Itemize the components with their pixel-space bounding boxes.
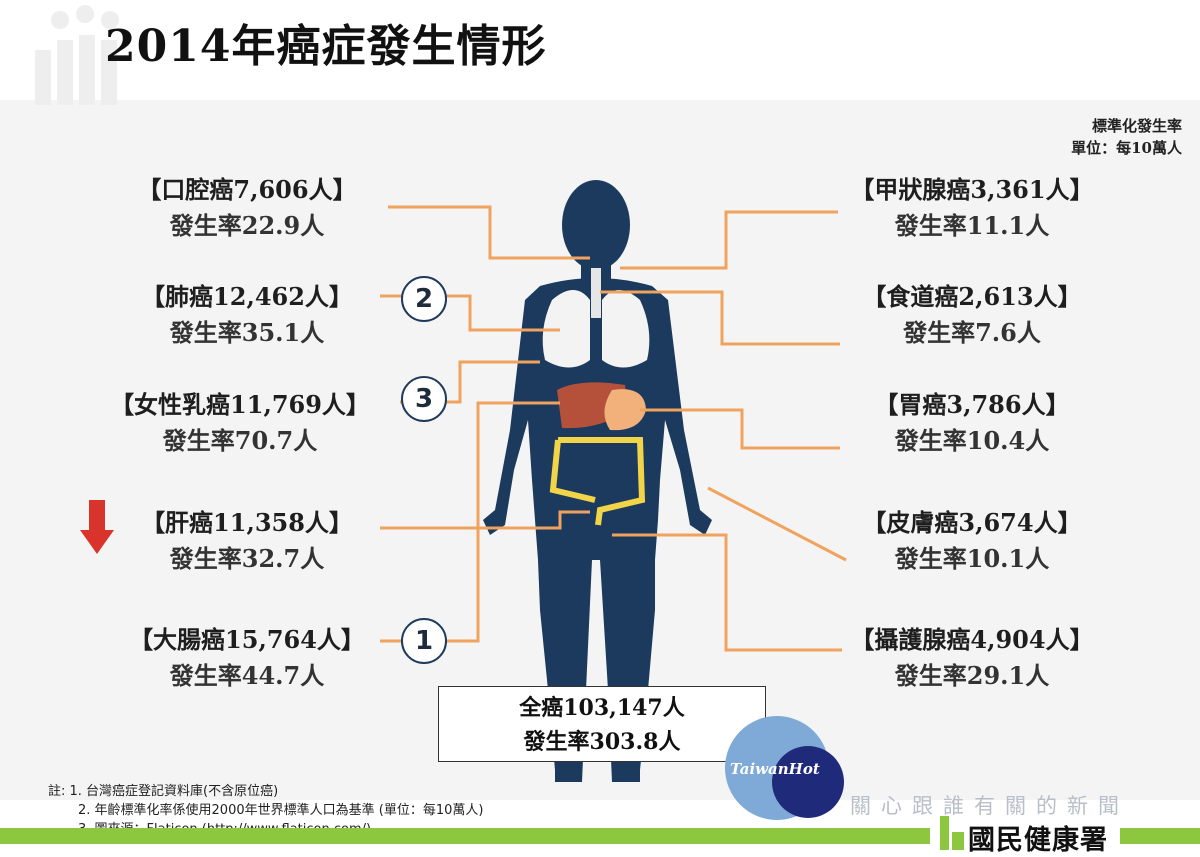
cancer-rate: 發生率7.6人 [903, 318, 1041, 347]
page-title: 2014年癌症發生情形 [105, 21, 547, 72]
rank-marker-2: 2 [401, 276, 447, 322]
agency-logo-icon [940, 816, 964, 850]
header-decoration-icon [35, 5, 119, 105]
cancer-name: 【大腸癌15,764人】 [129, 625, 365, 654]
cancer-rate: 發生率22.9人 [169, 211, 325, 240]
cancer-name: 【口腔癌7,606人】 [137, 175, 357, 204]
unit-note-line: 標準化發生率 [1091, 117, 1182, 135]
footnote: 2. 年齡標準化率係使用2000年世界標準人口為基準 (單位：每10萬人) [78, 803, 484, 818]
cancer-rate: 發生率11.1人 [894, 211, 1050, 240]
trachea [591, 268, 601, 318]
cancer-rate: 發生率35.1人 [169, 318, 325, 347]
cancer-name: 【胃癌3,786人】 [874, 390, 1070, 419]
cancer-label-colorectal: 【大腸癌15,764人】 發生率44.7人 [97, 622, 397, 694]
cancer-rate: 發生率10.1人 [894, 544, 1050, 573]
cancer-name: 【攝護腺癌4,904人】 [850, 625, 1094, 654]
total-rate: 發生率303.8人 [523, 729, 681, 755]
cancer-label-breast: 【女性乳癌11,769人】 發生率70.7人 [90, 387, 390, 459]
cancer-name: 【食道癌2,613人】 [862, 282, 1082, 311]
cancer-label-oral: 【口腔癌7,606人】 發生率22.9人 [97, 172, 397, 244]
cancer-name: 【肝癌11,358人】 [141, 508, 353, 537]
cancer-label-thyroid: 【甲狀腺癌3,361人】 發生率11.1人 [822, 172, 1122, 244]
header-band [0, 0, 1200, 110]
left-lung [542, 290, 590, 368]
cancer-name: 【皮膚癌3,674人】 [862, 508, 1082, 537]
rank-marker-3: 3 [401, 376, 447, 422]
watermark-text: 關心跟誰有關的新聞 [850, 794, 1129, 818]
right-lung [602, 290, 650, 368]
watermark-logo-text: TaiwanHot [730, 760, 820, 778]
cancer-label-prostate: 【攝護腺癌4,904人】 發生率29.1人 [822, 622, 1122, 694]
cancer-rate: 發生率32.7人 [169, 544, 325, 573]
cancer-label-esophagus: 【食道癌2,613人】 發生率7.6人 [822, 279, 1122, 351]
stomach [604, 389, 646, 431]
cancer-rate: 發生率10.4人 [894, 426, 1050, 455]
cancer-label-skin: 【皮膚癌3,674人】 發生率10.1人 [822, 505, 1122, 577]
agency-name: 國民健康署 [968, 825, 1108, 856]
intestine [549, 437, 646, 526]
taiwanhot-logo-icon [725, 716, 844, 820]
total-count: 全癌103,147人 [519, 695, 685, 721]
brand-bar [0, 828, 930, 844]
cancer-rate: 發生率29.1人 [894, 661, 1050, 690]
cancer-rate: 發生率70.7人 [162, 426, 318, 455]
cancer-name: 【肺癌12,462人】 [141, 282, 353, 311]
down-arrow-icon [80, 500, 114, 554]
cancer-label-stomach: 【胃癌3,786人】 發生率10.4人 [822, 387, 1122, 459]
cancer-name: 【甲狀腺癌3,361人】 [850, 175, 1094, 204]
cancer-name: 【女性乳癌11,769人】 [110, 390, 370, 419]
brand-bar [1120, 828, 1200, 844]
cancer-rate: 發生率44.7人 [169, 661, 325, 690]
footnote: 註: 1. 台灣癌症登記資料庫(不含原位癌) [48, 784, 279, 799]
cancer-label-lung: 【肺癌12,462人】 發生率35.1人 [97, 279, 397, 351]
rank-marker-1: 1 [401, 618, 447, 664]
unit-note: 標準化發生率 單位：每10萬人 [982, 115, 1182, 159]
total-box: 全癌103,147人 發生率303.8人 [438, 686, 766, 762]
cancer-label-liver: 【肝癌11,358人】 發生率32.7人 [97, 505, 397, 577]
unit-note-line: 單位：每10萬人 [1071, 139, 1182, 157]
